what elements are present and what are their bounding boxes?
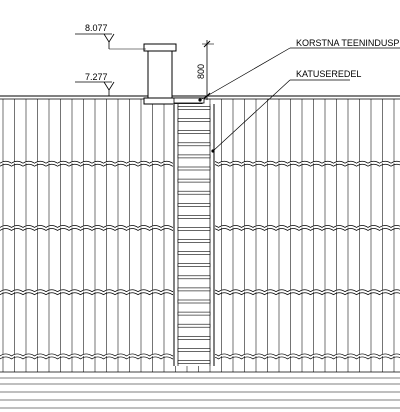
chimney-service-platform: [173, 97, 205, 104]
chimney: [143, 43, 203, 105]
chimney-height-dimension: 800: [196, 40, 214, 100]
ladder-rung: [177, 130, 211, 134]
eave-edge: [0, 95, 400, 409]
ladder-rung: [177, 106, 211, 110]
ladder-rung: [177, 311, 211, 316]
ladder-rung: [177, 118, 211, 122]
ladder-rung: [177, 203, 211, 207]
ladder-rung: [177, 275, 211, 280]
ladder-rung: [177, 299, 211, 304]
ladder-rung: [177, 227, 211, 231]
ladder-rung: [177, 166, 211, 171]
elevation-label-eave: 7.277: [85, 72, 108, 82]
elevation-marker-eave: 7.277: [75, 72, 115, 96]
ladder-rung: [177, 348, 211, 352]
dimension-label-800: 800: [196, 64, 206, 79]
ladder-rung: [177, 335, 211, 340]
roof-ladder: [173, 104, 215, 366]
ladder-rung: [177, 178, 211, 183]
callout-label-roof-ladder: KATUSEREDEL: [296, 69, 361, 79]
ladder-rung: [177, 360, 211, 364]
elevation-label-top: 8.077: [85, 23, 108, 33]
ladder-rungs: [177, 106, 211, 364]
ladder-rung: [177, 251, 211, 255]
callout-service-platform: KORSTNA TEENINDUSPLATV: [198, 38, 400, 102]
ladder-rung: [177, 263, 211, 268]
ladder-rung: [177, 287, 211, 292]
ladder-rung: [177, 239, 211, 243]
callout-roof-ladder: KATUSEREDEL: [211, 69, 361, 153]
ladder-rung: [177, 154, 211, 159]
callout-label-service-platform: KORSTNA TEENINDUSPLATV: [296, 38, 400, 48]
ladder-rung: [177, 142, 211, 147]
ladder-rung: [177, 215, 211, 219]
ladder-rung: [177, 323, 211, 328]
ladder-rung: [177, 190, 211, 195]
elevation-marker-top: 8.077: [75, 23, 146, 50]
